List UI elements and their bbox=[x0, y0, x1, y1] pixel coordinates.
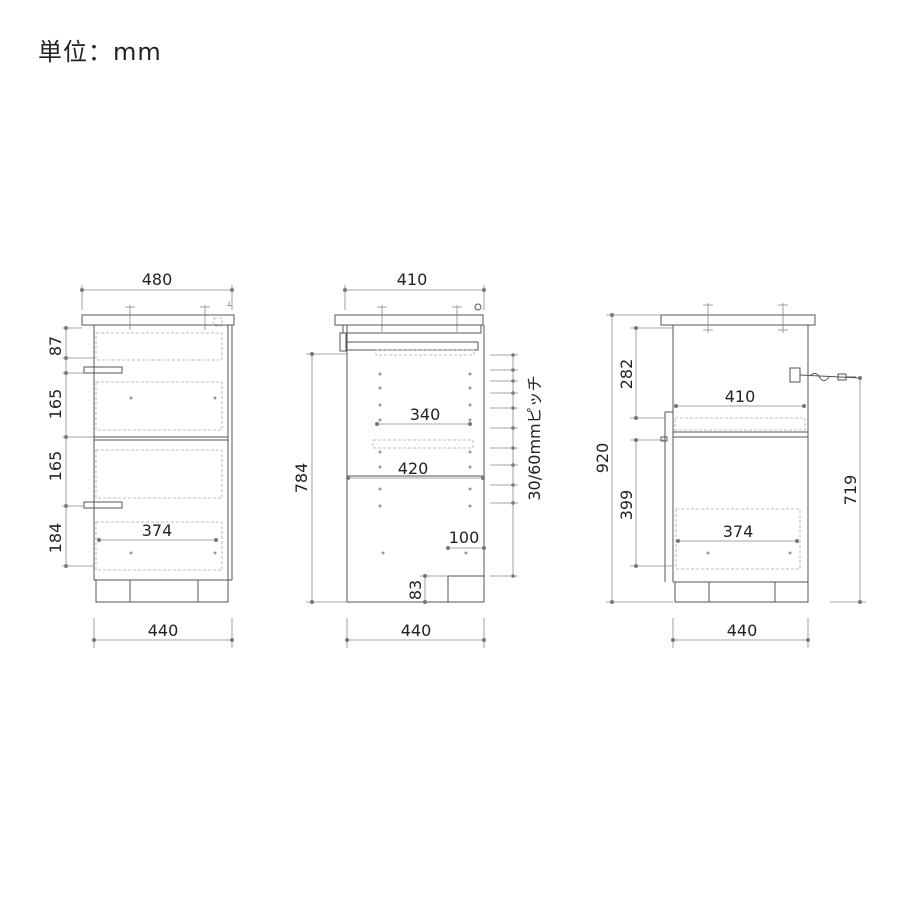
middle-height: 784 bbox=[292, 463, 311, 494]
left-top-width: 480 bbox=[142, 270, 173, 289]
middle-pitch-label: 30/60mmピッチ bbox=[525, 375, 544, 500]
left-drawer-height-4: 184 bbox=[46, 523, 65, 554]
right-total-height: 920 bbox=[593, 443, 612, 474]
right-bottom-width: 440 bbox=[727, 621, 758, 640]
right-view: 410 374 920 bbox=[593, 303, 866, 648]
left-drawer-height-1: 87 bbox=[46, 336, 65, 356]
middle-bottom-width: 440 bbox=[401, 621, 432, 640]
left-drawer-height-3: 165 bbox=[46, 451, 65, 482]
middle-shelf-width-lower: 420 bbox=[398, 459, 429, 478]
left-inner-width: 374 bbox=[142, 521, 173, 540]
unit-label: 単位：mm bbox=[38, 38, 162, 66]
middle-shelf-width-upper: 340 bbox=[410, 405, 441, 424]
middle-top-width: 410 bbox=[397, 270, 428, 289]
left-bottom-width: 440 bbox=[148, 621, 179, 640]
shelf-holes bbox=[378, 372, 472, 555]
middle-notch-height: 83 bbox=[406, 580, 425, 600]
left-top-mark-icon: ⊥ bbox=[226, 300, 232, 308]
pitch-ticks bbox=[490, 353, 518, 578]
right-lower-height: 399 bbox=[617, 490, 636, 521]
middle-view: 410 bbox=[292, 270, 544, 648]
right-upper-height: 282 bbox=[617, 359, 636, 390]
left-drawer-height-2: 165 bbox=[46, 389, 65, 420]
right-upper-inner-width: 410 bbox=[725, 387, 756, 406]
right-side-height: 719 bbox=[841, 475, 860, 506]
middle-notch-width: 100 bbox=[449, 528, 480, 547]
right-lower-inner-width: 374 bbox=[723, 522, 754, 541]
left-view: 480 ⊥ bbox=[46, 270, 235, 648]
